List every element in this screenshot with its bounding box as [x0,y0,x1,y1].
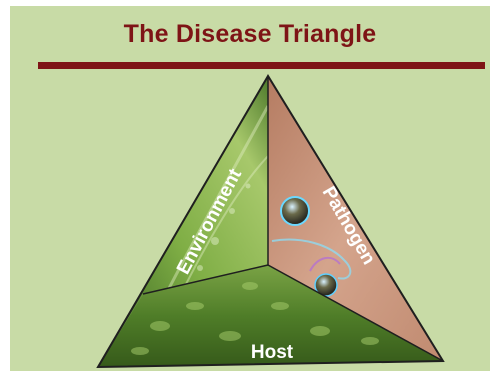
disease-triangle-diagram: Environment Pathogen Host [10,6,490,371]
slide: The Disease Triangle [10,6,490,371]
spore-icon [281,197,309,225]
host-label: Host [251,342,294,363]
